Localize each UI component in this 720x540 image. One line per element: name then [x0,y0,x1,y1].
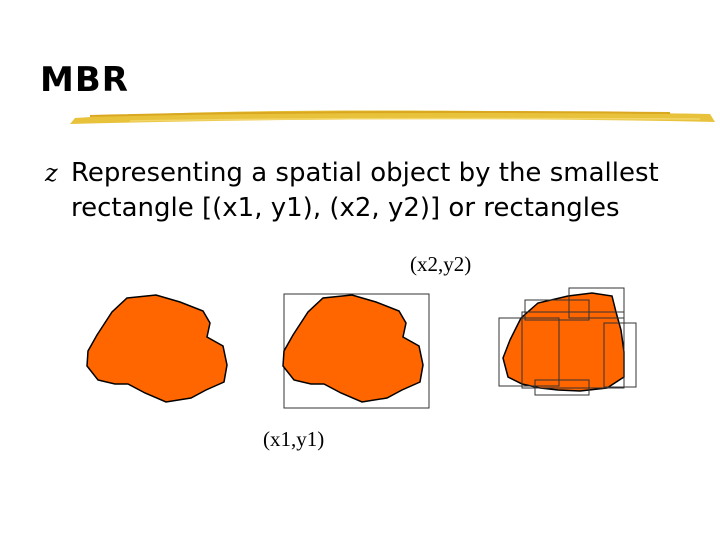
upper-right-corner-label: (x2,y2) [410,252,472,276]
slide-title: MBR [40,60,129,100]
mbr-rectangle [498,317,560,387]
title-underline [70,110,715,124]
spatial-object-plain [86,294,228,403]
mbr-rectangle [521,311,625,389]
spatial-object-multiple-mbrs [498,287,637,396]
bullet-point: z Representing a spatial object by the s… [45,156,685,226]
mbr-rectangle [524,299,590,321]
mbr-rectangle [603,322,637,388]
lower-left-corner-label: (x1,y1) [263,427,325,451]
mbr-rectangle [568,287,625,319]
spatial-object-with-mbr [282,293,430,409]
bullet-glyph: z [45,159,58,187]
bullet-text: Representing a spatial object by the sma… [71,158,659,223]
mbr-rectangle [534,379,590,396]
